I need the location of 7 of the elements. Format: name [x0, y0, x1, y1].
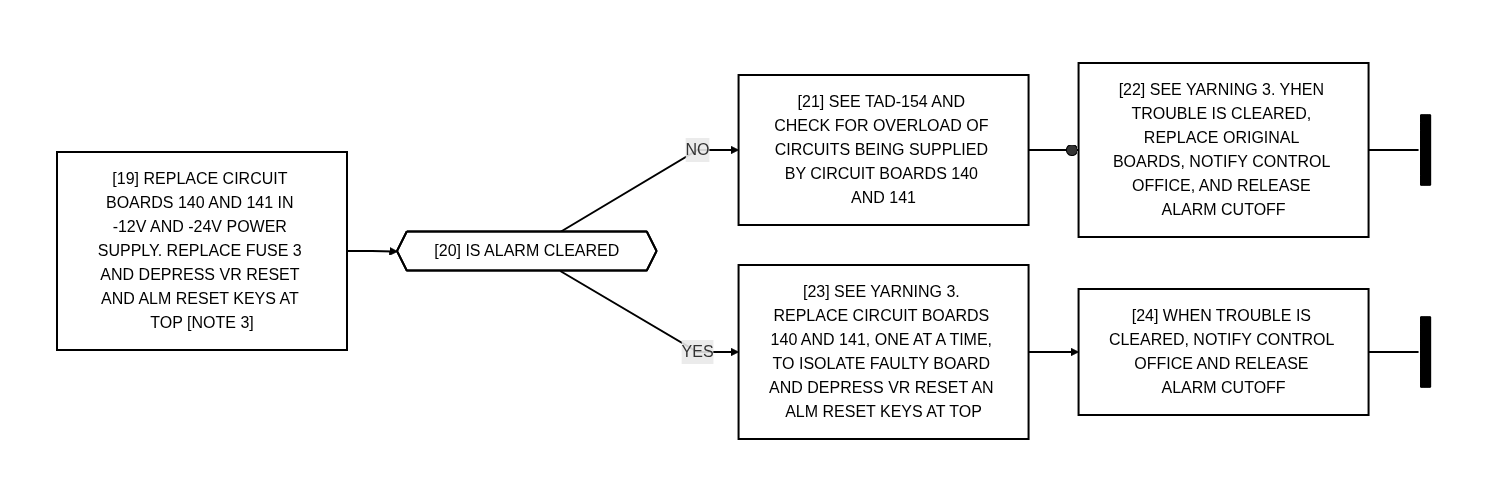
node-box: [19] REPLACE CIRCUIT BOARDS 140 AND 141 IN -12V AND -24V POWER SUPPLY. REPLACE FUSE 3 AND DEPRESS VR RESET AND ALM RESET KEYS AT TOP [NOTE 3] [56, 151, 349, 351]
node-box: [23] SEE YARNING 3. REPLACE CIRCUIT BOARDS 140 AND 141, ONE AT A TIME, TO ISOLATE FAULTY BOARD AND DEPRESS VR RESET AN ALM RESET KEYS AT TOP [737, 264, 1030, 440]
node-box: [22] SEE YARNING 3. YHEN TROUBLE IS CLEARED, REPLACE ORIGINAL BOARDS, NOTIFY CONTROL OFFICE, AND RELEASE ALARM CUTOFF [1077, 62, 1370, 238]
edge-label: YES [681, 343, 714, 360]
edge-label: NO [685, 141, 710, 158]
node-box: [21] SEE TAD-154 AND CHECK FOR OVERLOAD OF CIRCUITS BEING SUPPLIED BY CIRCUIT BOARDS 140 AND 141 [737, 74, 1030, 226]
node-box: [24] WHEN TROUBLE IS CLEARED, NOTIFY CONTROL OFFICE AND RELEASE ALARM CUTOFF [1077, 288, 1370, 416]
